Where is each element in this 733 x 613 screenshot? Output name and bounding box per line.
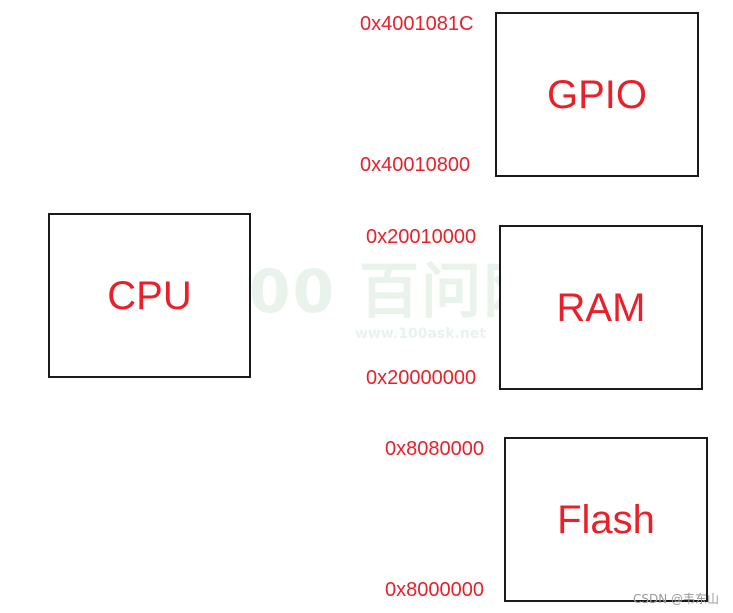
flash-addr-bottom: 0x8000000 [385,579,484,601]
gpio-addr-top: 0x4001081C [360,13,474,35]
csdn-credit: CSDN @韦东山 [632,592,719,606]
watermark-logo-text: 100 百问网 [205,257,546,327]
flash-label: Flash [557,497,655,542]
cpu-label: CPU [107,273,192,318]
ram-addr-top: 0x20010000 [366,226,477,248]
gpio-label: GPIO [546,72,648,117]
cpu-box: CPU [48,213,251,378]
gpio-box: GPIO [495,12,699,177]
flash-addr-top: 0x8080000 [385,438,484,460]
gpio-addr-bottom: 0x40010800 [360,154,471,176]
ram-box: RAM [499,225,703,390]
ram-addr-bottom: 0x20000000 [366,367,477,389]
flash-box: Flash [504,437,708,602]
watermark: 100 百问网 www.100ask.net [205,262,545,342]
ram-label: RAM [556,285,646,330]
